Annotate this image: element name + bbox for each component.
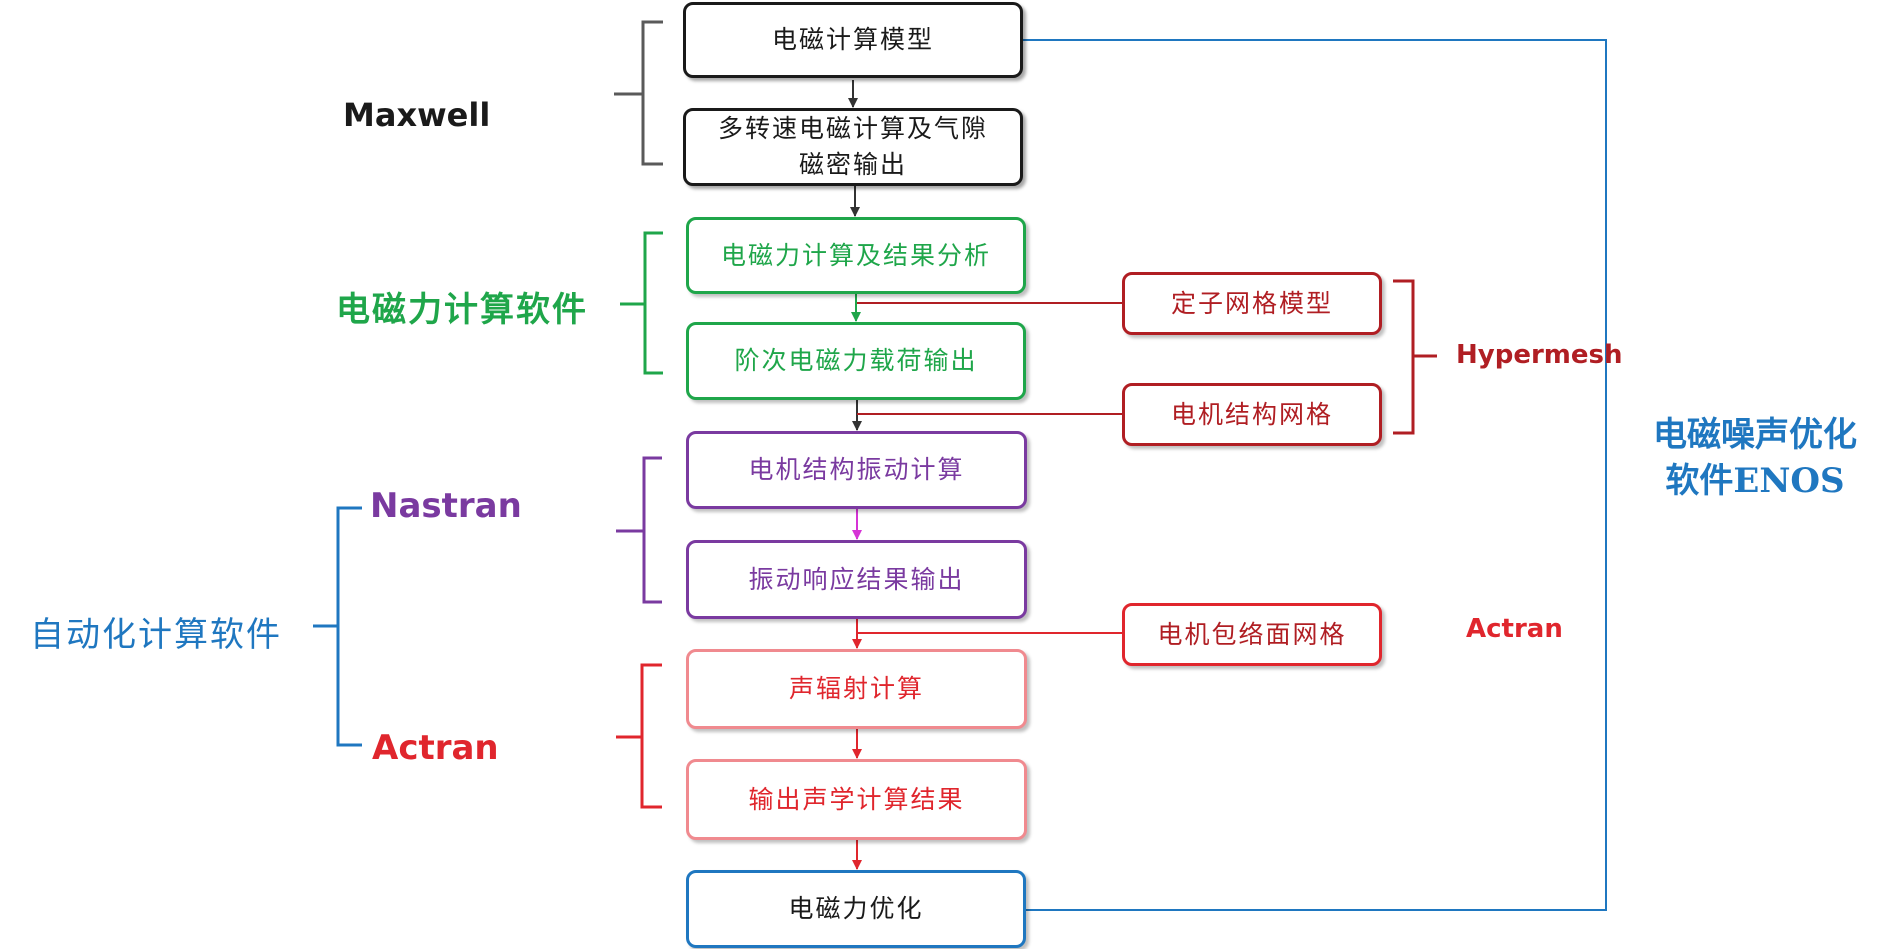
em-force-calc-box[interactable]: 电磁力计算及结果分析	[686, 217, 1026, 294]
hypermesh-label: Hypermesh	[1456, 340, 1623, 370]
multi-speed-text-line1: 多转速电磁计算及气隙	[717, 114, 988, 143]
em-optimization-text: 电磁力优化	[788, 894, 924, 923]
stator-mesh-text: 定子网格模型	[1170, 288, 1333, 318]
motor-vibration-text: 电机结构振动计算	[748, 455, 965, 484]
sound-radiation-text: 声辐射计算	[788, 674, 924, 703]
em-model-text: 电磁计算模型	[771, 25, 934, 54]
em-optimization-box[interactable]: 电磁力优化	[686, 870, 1026, 948]
multi-speed-text-line2: 磁密输出	[798, 150, 907, 179]
stator-mesh-box[interactable]: 定子网格模型	[1122, 272, 1382, 335]
multi-speed-box[interactable]: 多转速电磁计算及气隙 磁密输出	[683, 108, 1023, 186]
actran-right-label: Actran	[1466, 614, 1563, 644]
brace-nastran	[616, 456, 662, 604]
maxwell-label: Maxwell	[343, 96, 491, 134]
order-em-load-text: 阶次电磁力载荷输出	[734, 346, 978, 375]
brace-auto-software	[313, 506, 362, 747]
acoustic-output-box[interactable]: 输出声学计算结果	[686, 759, 1027, 840]
enos-label-line2: 软件ENOS	[1665, 461, 1845, 501]
nastran-label: Nastran	[370, 486, 522, 526]
enos-label: 电磁噪声优化 软件ENOS	[1640, 412, 1870, 504]
acoustic-output-text: 输出声学计算结果	[748, 784, 965, 814]
enos-label-line1: 电磁噪声优化	[1653, 415, 1857, 455]
motor-envelope-mesh-text: 电机包络面网格	[1157, 619, 1347, 649]
brace-actran	[616, 663, 662, 809]
brace-hypermesh	[1393, 279, 1437, 435]
feedback-loop-line	[1012, 33, 1607, 911]
vibration-response-text: 振动响应结果输出	[748, 564, 965, 594]
brace-maxwell	[614, 20, 663, 166]
auto-software-label: 自动化计算软件	[30, 615, 282, 655]
brace-em-force-software	[620, 231, 663, 375]
motor-envelope-mesh-box[interactable]: 电机包络面网格	[1122, 603, 1382, 666]
vibration-response-box[interactable]: 振动响应结果输出	[686, 540, 1027, 619]
em-force-calc-text: 电磁力计算及结果分析	[720, 240, 991, 270]
motor-vibration-box[interactable]: 电机结构振动计算	[686, 431, 1027, 509]
motor-struct-mesh-box[interactable]: 电机结构网格	[1122, 383, 1382, 446]
order-em-load-box[interactable]: 阶次电磁力载荷输出	[686, 322, 1026, 400]
em-force-software-label: 电磁力计算软件	[336, 290, 588, 330]
motor-struct-mesh-text: 电机结构网格	[1170, 399, 1333, 429]
sound-radiation-box[interactable]: 声辐射计算	[686, 649, 1027, 729]
actran-left-label: Actran	[372, 728, 499, 768]
em-model-box[interactable]: 电磁计算模型	[683, 2, 1023, 78]
